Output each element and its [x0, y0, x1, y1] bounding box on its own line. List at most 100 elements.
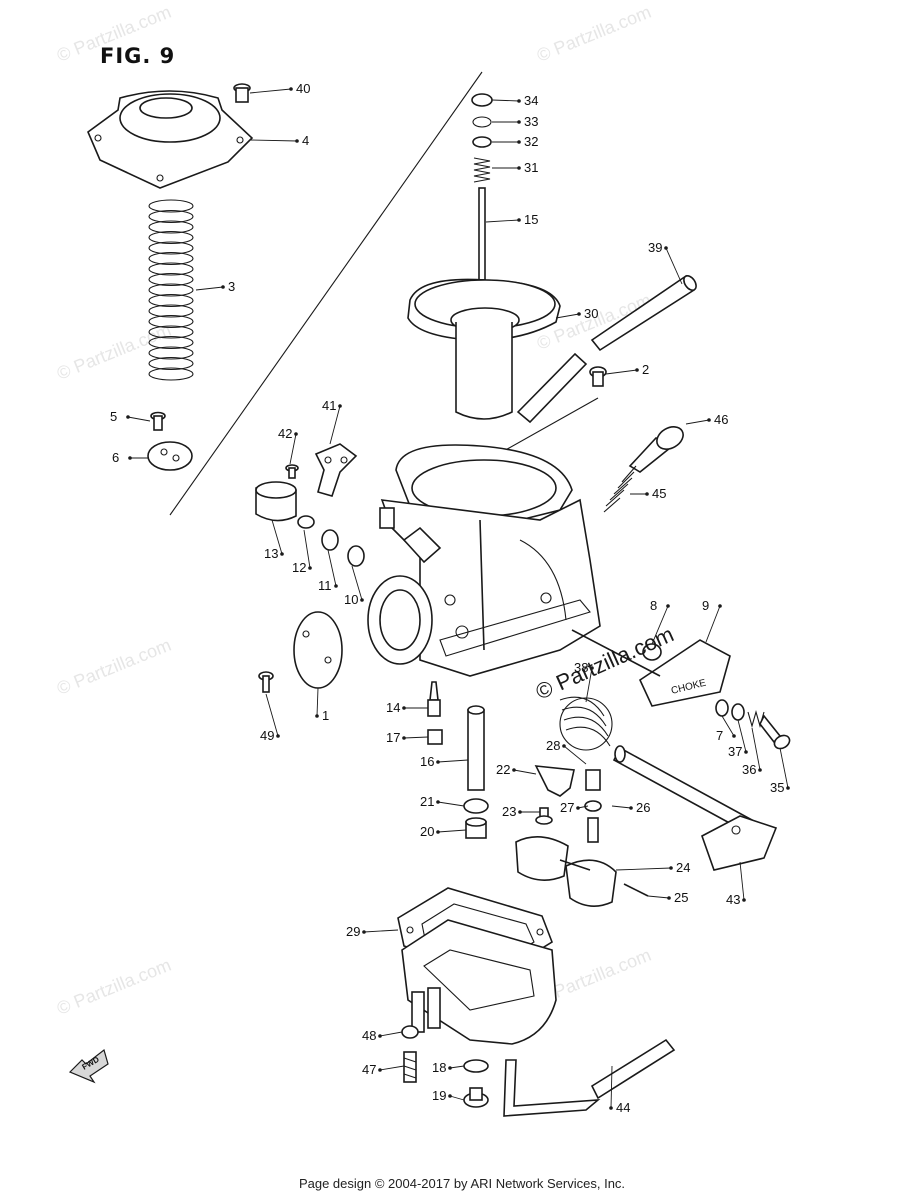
part-lever-43 — [612, 745, 778, 871]
part-screw-49 — [258, 671, 274, 693]
callout-label-46[interactable]: 46 — [714, 412, 728, 427]
callout-leader — [249, 88, 292, 94]
part-spring-3 — [148, 199, 194, 381]
callout-dot — [666, 604, 670, 608]
part-carburetor-body — [367, 444, 601, 677]
callout-leader — [379, 1065, 405, 1071]
part-needle-stack — [471, 93, 493, 297]
part-emulsion-tube-16 — [467, 705, 485, 791]
callout-label-21[interactable]: 21 — [420, 794, 434, 809]
part-screw-47 — [403, 1051, 417, 1083]
callout-label-40[interactable]: 40 — [296, 81, 310, 96]
callout-label-15[interactable]: 15 — [524, 212, 538, 227]
callout-dot — [378, 1034, 382, 1038]
callout-label-47[interactable]: 47 — [362, 1062, 376, 1077]
callout-label-35[interactable]: 35 — [770, 780, 784, 795]
callout-leader — [585, 667, 593, 703]
callout-label-6[interactable]: 6 — [112, 450, 119, 465]
callout-label-4[interactable]: 4 — [302, 133, 309, 148]
callout-label-19[interactable]: 19 — [432, 1088, 446, 1103]
callout-label-30[interactable]: 30 — [584, 306, 598, 321]
callout-dot — [517, 218, 521, 222]
callout-dot — [517, 140, 521, 144]
callout-label-42[interactable]: 42 — [278, 426, 292, 441]
part-screw-5 — [150, 411, 166, 431]
callout-leader — [265, 693, 279, 737]
part-drain-screw-19 — [463, 1087, 489, 1108]
part-oring-21 — [463, 798, 489, 814]
callout-dot — [378, 1068, 382, 1072]
callout-label-2[interactable]: 2 — [642, 362, 649, 377]
callout-leader — [403, 736, 429, 739]
callout-dot — [221, 285, 225, 289]
callout-dot — [732, 734, 736, 738]
callout-leader — [437, 801, 465, 807]
callout-label-38[interactable]: 38 — [574, 660, 588, 675]
footer-copyright: Page design © 2004-2017 by ARI Network S… — [298, 1176, 626, 1191]
callout-leader — [316, 687, 319, 717]
callout-label-34[interactable]: 34 — [524, 93, 538, 108]
callout-label-13[interactable]: 13 — [264, 546, 278, 561]
callout-label-36[interactable]: 36 — [742, 762, 756, 777]
part-hose-39 — [590, 274, 697, 352]
callout-label-29[interactable]: 29 — [346, 924, 360, 939]
callout-label-48[interactable]: 48 — [362, 1028, 376, 1043]
part-valve-26 — [584, 769, 602, 843]
callout-label-39[interactable]: 39 — [648, 240, 662, 255]
part-pin-25 — [623, 883, 649, 897]
callout-label-26[interactable]: 26 — [636, 800, 650, 815]
part-screw-46 — [628, 426, 684, 473]
callout-dot — [629, 806, 633, 810]
callout-label-1[interactable]: 1 — [322, 708, 329, 723]
callout-leader — [721, 715, 735, 737]
part-choke-plate-9: CHOKE — [638, 639, 731, 707]
callout-label-31[interactable]: 31 — [524, 160, 538, 175]
watermark: © Partzilla.com — [54, 955, 174, 1019]
callout-label-12[interactable]: 12 — [292, 560, 306, 575]
callout-label-3[interactable]: 3 — [228, 279, 235, 294]
callout-label-17[interactable]: 17 — [386, 730, 400, 745]
callout-label-25[interactable]: 25 — [674, 890, 688, 905]
callout-dot — [669, 866, 673, 870]
callout-label-9[interactable]: 9 — [702, 598, 709, 613]
callout-label-10[interactable]: 10 — [344, 592, 358, 607]
callout-label-22[interactable]: 22 — [496, 762, 510, 777]
callout-dot — [517, 120, 521, 124]
callout-label-32[interactable]: 32 — [524, 134, 538, 149]
callout-leader — [739, 861, 745, 901]
callout-label-16[interactable]: 16 — [420, 754, 434, 769]
callout-label-7[interactable]: 7 — [716, 728, 723, 743]
part-washer-11 — [321, 529, 339, 551]
callout-label-20[interactable]: 20 — [420, 824, 434, 839]
callout-dot — [758, 768, 762, 772]
callout-dot — [295, 139, 299, 143]
callout-dot — [664, 246, 668, 250]
callout-label-33[interactable]: 33 — [524, 114, 538, 129]
part-jet-14 — [427, 681, 441, 717]
part-washer-48 — [401, 1025, 419, 1039]
callout-label-8[interactable]: 8 — [650, 598, 657, 613]
callout-label-18[interactable]: 18 — [432, 1060, 446, 1075]
callout-leader — [513, 769, 537, 775]
callout-label-27[interactable]: 27 — [560, 800, 574, 815]
part-screw-42 — [285, 464, 299, 479]
part-short-hose — [516, 352, 588, 424]
callout-dot — [436, 830, 440, 834]
callout-label-43[interactable]: 43 — [726, 892, 740, 907]
callout-dot — [512, 768, 516, 772]
callout-label-37[interactable]: 37 — [728, 744, 742, 759]
callout-label-44[interactable]: 44 — [616, 1100, 630, 1115]
callout-leader — [271, 519, 283, 555]
callout-label-23[interactable]: 23 — [502, 804, 516, 819]
callout-label-45[interactable]: 45 — [652, 486, 666, 501]
callout-label-41[interactable]: 41 — [322, 398, 336, 413]
callout-label-49[interactable]: 49 — [260, 728, 274, 743]
callout-label-28[interactable]: 28 — [546, 738, 560, 753]
callout-leader — [327, 549, 337, 587]
callout-label-14[interactable]: 14 — [386, 700, 400, 715]
callout-label-5[interactable]: 5 — [110, 409, 117, 424]
callout-leader — [379, 1031, 403, 1037]
callout-label-11[interactable]: 11 — [318, 578, 332, 593]
callout-label-24[interactable]: 24 — [676, 860, 690, 875]
